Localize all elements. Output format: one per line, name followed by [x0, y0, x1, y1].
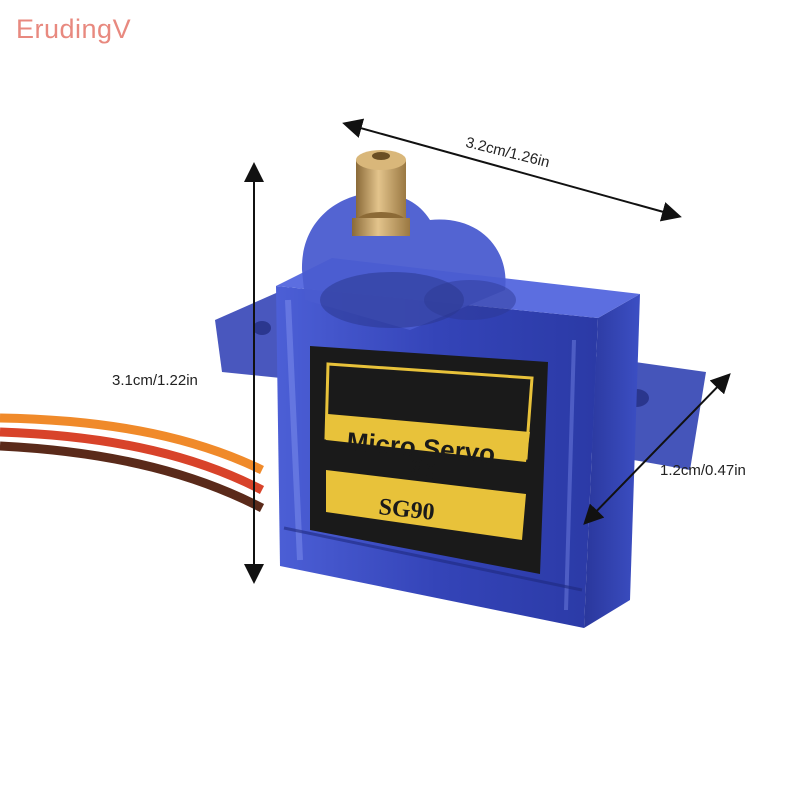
depth-dimension-label: 1.2cm/0.47in: [660, 462, 746, 479]
depth-arrow: [583, 373, 731, 525]
watermark-text: ErudingV: [16, 14, 132, 44]
width-arrow: [342, 118, 682, 222]
servo-wires: [0, 413, 265, 512]
output-shaft: [352, 150, 410, 236]
label-weight: 9g: [409, 454, 439, 483]
product-label: Micro Servo 9g SG90: [310, 346, 548, 574]
label-model: SG90: [377, 494, 435, 526]
height-dimension-label: 3.1cm/1.22in: [112, 372, 198, 389]
